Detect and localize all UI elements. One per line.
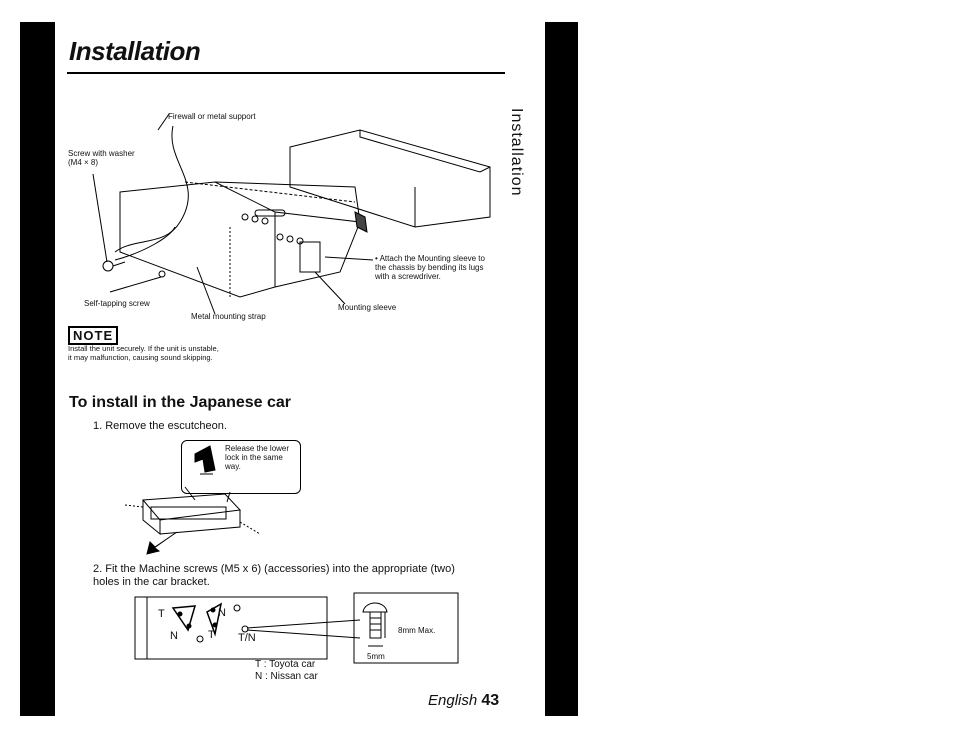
release-lock-icon — [194, 445, 216, 473]
left-black-margin — [20, 22, 55, 716]
label-self-tapping-screw: Self-tapping screw — [84, 299, 150, 308]
label-screw-washer: Screw with washer (M4 × 8) — [68, 149, 135, 167]
callout-box — [181, 440, 301, 494]
label-5mm: 5mm — [367, 652, 385, 661]
note-text: Install the unit securely. If the unit i… — [68, 344, 219, 362]
callout-text: Release the lower lock in the same way. — [225, 444, 290, 471]
label-firewall: Firewall or metal support — [168, 112, 256, 121]
page-number: 43 — [481, 692, 500, 709]
bracket-label-n1: N — [170, 630, 178, 642]
bracket-label-n2: N — [218, 607, 226, 619]
label-mounting-sleeve: Mounting sleeve — [338, 303, 397, 312]
bracket-diagram — [134, 592, 459, 664]
manual-page: Installation Installation — [55, 22, 545, 716]
title-rule — [67, 72, 505, 74]
firewall-outline — [114, 125, 189, 253]
legend-toyota: T : Toyota car — [255, 659, 316, 670]
step-2: 2. Fit the Machine screws (M5 x 6) (acce… — [93, 563, 455, 588]
bracket-label-tn: T/N — [238, 632, 256, 644]
note-badge: NOTE — [68, 326, 119, 345]
bracket-legend: T : Toyota car N : Nissan car — [255, 659, 318, 683]
legend-nissan: N : Nissan car — [255, 671, 318, 682]
footer-language: English — [428, 692, 478, 709]
bracket-label-t1: T — [158, 608, 165, 620]
label-attach-note: • Attach the Mounting sleeve to the chas… — [375, 254, 485, 281]
side-tab-label: Installation — [508, 108, 525, 197]
label-8mm-max: 8mm Max. — [398, 626, 436, 635]
section-heading: To install in the Japanese car — [69, 394, 291, 411]
right-black-margin — [545, 22, 578, 716]
label-metal-strap: Metal mounting strap — [191, 312, 266, 321]
page-footer: English 43 — [428, 692, 499, 710]
installation-diagram — [92, 113, 491, 315]
step-1: 1. Remove the escutcheon. — [93, 420, 227, 432]
page-title: Installation — [69, 36, 201, 66]
bracket-label-t2: T — [208, 629, 215, 641]
escutcheon-diagram — [124, 445, 261, 555]
